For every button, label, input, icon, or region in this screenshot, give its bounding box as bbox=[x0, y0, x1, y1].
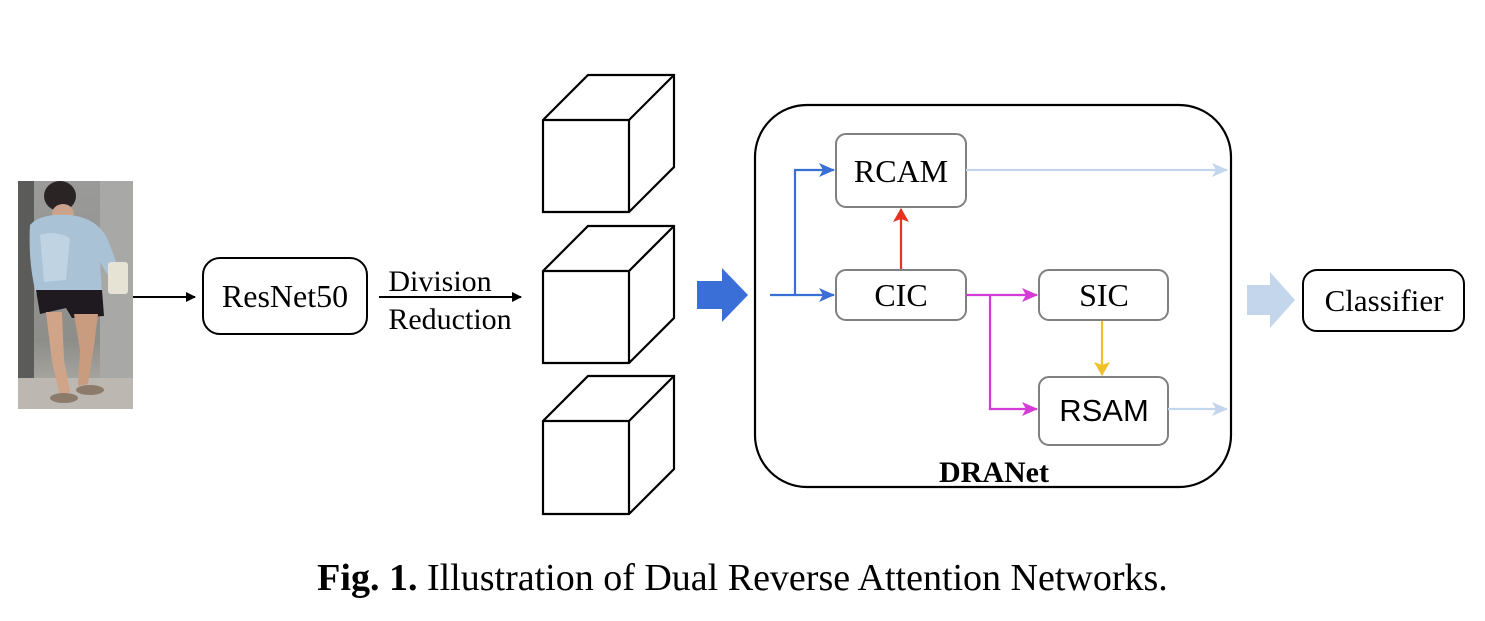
classifier-label: Classifier bbox=[1325, 283, 1444, 318]
sic-label: SIC bbox=[1079, 277, 1129, 313]
figure-caption: Fig. 1. Illustration of Dual Reverse Att… bbox=[0, 556, 1485, 600]
sic-box: SIC bbox=[1038, 269, 1169, 321]
rcam-label: RCAM bbox=[854, 153, 948, 189]
rsam-label: RSAM bbox=[1059, 393, 1149, 428]
dranet-label: DRANet bbox=[939, 456, 1049, 489]
magenta-arrows bbox=[966, 288, 1038, 416]
division-reduction: Division Reduction bbox=[379, 265, 522, 336]
rsam-box: RSAM bbox=[1038, 376, 1169, 446]
caption-text: Illustration of Dual Reverse Attention N… bbox=[417, 557, 1168, 599]
block-arrow-into-dranet bbox=[697, 268, 748, 322]
feature-cube-middle bbox=[541, 224, 676, 365]
caption-label: Fig. 1. bbox=[317, 557, 418, 599]
block-arrow-to-classifier bbox=[1247, 272, 1295, 328]
feature-cube-top bbox=[541, 73, 676, 214]
division-label: Division bbox=[388, 265, 491, 298]
feature-cube-bottom bbox=[541, 374, 676, 516]
classifier-box: Classifier bbox=[1302, 269, 1465, 332]
person-image bbox=[18, 181, 133, 409]
rcam-box: RCAM bbox=[835, 133, 967, 208]
resnet50-box: ResNet50 bbox=[202, 257, 368, 335]
cic-box: CIC bbox=[835, 269, 967, 321]
output-arrows bbox=[966, 163, 1228, 416]
resnet50-label: ResNet50 bbox=[222, 278, 348, 314]
reduction-label: Reduction bbox=[388, 303, 511, 336]
blue-input-arrows bbox=[770, 163, 835, 302]
cic-label: CIC bbox=[874, 277, 927, 313]
